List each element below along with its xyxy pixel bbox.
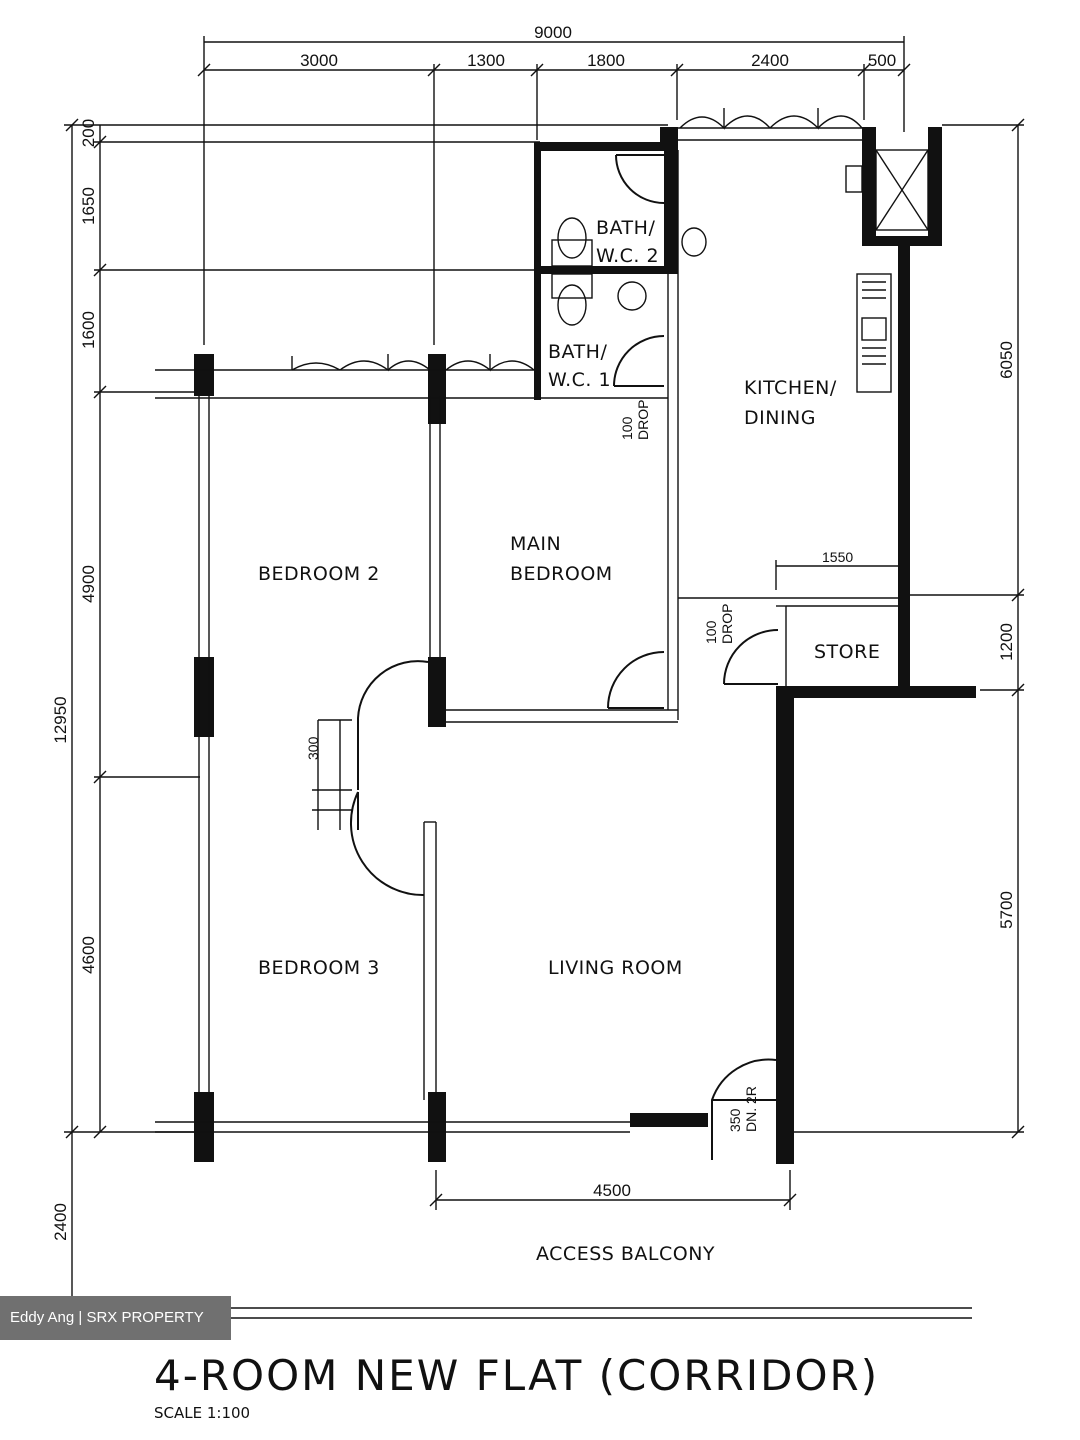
label-living-room: LIVING ROOM	[548, 957, 683, 979]
plan-title: 4-ROOM NEW FLAT (CORRIDOR)	[154, 1351, 879, 1400]
label-kitchen-line1: KITCHEN/	[744, 377, 837, 399]
note-dn-b: DN. 2R	[743, 1086, 759, 1132]
dim-right-segment-1: 6050	[997, 341, 1016, 379]
dim-left-segment-4: 4900	[79, 565, 98, 603]
dim-top-total: 9000	[534, 23, 572, 42]
label-main-bedroom-line2: BEDROOM	[510, 563, 613, 585]
dim-door-300: 300	[305, 736, 321, 760]
dim-top-segment-1: 3000	[300, 51, 338, 70]
label-bath1-line2: W.C. 1	[548, 369, 611, 391]
note-drop2-b: DROP	[719, 604, 735, 644]
dim-right-segment-2: 1200	[997, 623, 1016, 661]
label-main-bedroom-line1: MAIN	[510, 533, 561, 555]
right-dimension-lines	[790, 118, 1025, 1139]
walls	[194, 127, 976, 1164]
partitions	[155, 127, 898, 1133]
dim-left-segment-5: 4600	[79, 936, 98, 974]
dim-top-segment-4: 2400	[751, 51, 789, 70]
label-bedroom3: BEDROOM 3	[258, 957, 380, 979]
dim-top-segment-3: 1800	[587, 51, 625, 70]
note-dn-a: 350	[727, 1108, 743, 1132]
label-bath2-line2: W.C. 2	[596, 245, 659, 267]
dim-bottom-living: 4500	[593, 1181, 631, 1200]
label-store: STORE	[814, 641, 880, 663]
dim-left-extra: 2400	[51, 1203, 70, 1241]
watermark-badge: Eddy Ang | SRX PROPERTY	[0, 1296, 231, 1340]
dim-store-width: 1550	[822, 549, 853, 565]
plan-scale: SCALE 1:100	[154, 1404, 250, 1422]
note-drop2-a: 100	[703, 620, 719, 644]
label-kitchen-line2: DINING	[744, 407, 816, 429]
label-bath2-line1: BATH/	[596, 217, 655, 239]
label-bath1-line1: BATH/	[548, 341, 607, 363]
dim-left-total: 12950	[51, 696, 70, 743]
label-access-balcony: ACCESS BALCONY	[536, 1243, 715, 1265]
note-drop1-b: DROP	[635, 400, 651, 440]
top-dimension-lines	[197, 36, 911, 345]
label-bedroom2: BEDROOM 2	[258, 563, 380, 585]
dim-left-segment-1: 200	[79, 119, 98, 147]
dim-top-segment-2: 1300	[467, 51, 505, 70]
dim-right-segment-3: 5700	[997, 891, 1016, 929]
left-dimension-lines	[64, 118, 668, 1320]
dim-left-segment-3: 1600	[79, 311, 98, 349]
dim-top-segment-5: 500	[868, 51, 896, 70]
note-drop1-a: 100	[619, 416, 635, 440]
dim-left-segment-2: 1650	[79, 187, 98, 225]
